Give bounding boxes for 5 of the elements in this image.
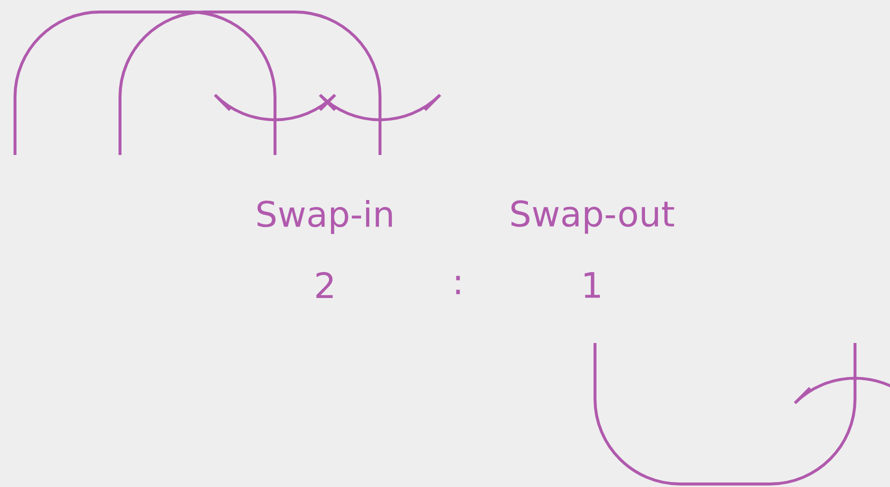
ratio-label: Swap-out <box>511 200 674 234</box>
ratio-number: 2 <box>316 272 333 298</box>
ratio-separator: : <box>456 276 460 294</box>
ratio-number: 1 <box>584 272 600 298</box>
ratio-label: Swap-in <box>258 200 392 234</box>
